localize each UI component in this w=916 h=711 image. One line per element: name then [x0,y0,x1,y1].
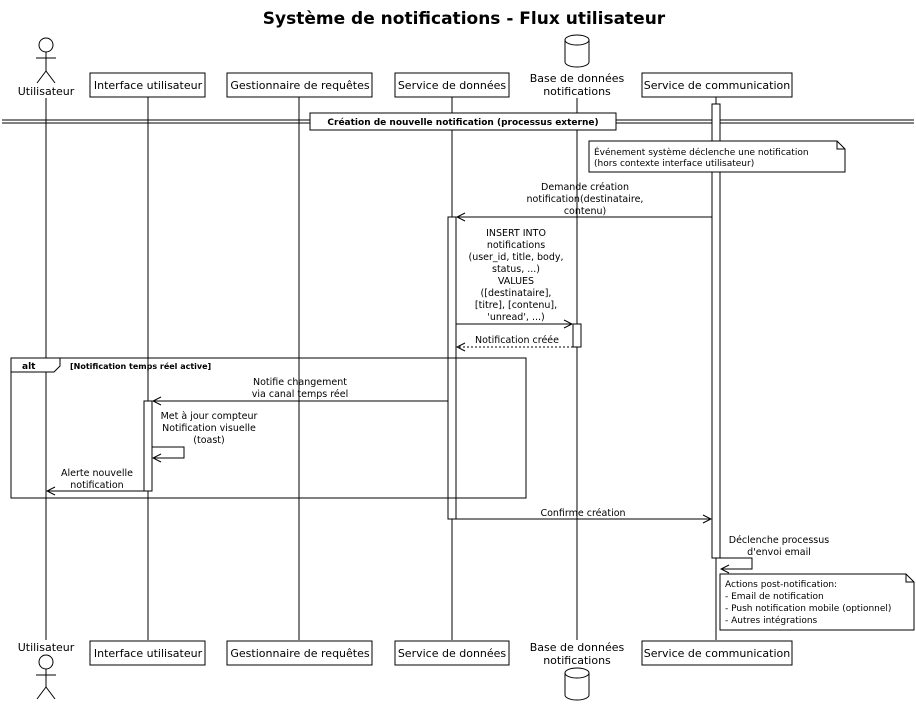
divider: Création de nouvelle notification (proce… [2,112,914,131]
database-icon-top: Base de données notifications [530,34,625,98]
participant-ui-top: Interface utilisateur [89,72,206,98]
note2-line1: Actions post-notification: [725,580,837,590]
alt-keyword: alt [22,362,36,372]
participant-req-bottom: Gestionnaire de requêtes [226,640,373,666]
m2-line3: (user_id, title, body, [468,252,563,263]
participant-comm-top: Service de communication [641,72,793,98]
participant-req-label-bottom: Gestionnaire de requêtes [230,647,370,660]
participant-comm-label-top: Service de communication [644,79,790,92]
participant-ui-label-bottom: Interface utilisateur [94,647,203,660]
m5-line3: (toast) [193,435,224,446]
message-declenche-processus: Déclenche processus d'envoi email [720,535,829,569]
participant-db-label-bottom-2: notifications [543,654,611,667]
message-demande-creation: Demande création notification(destinatai… [457,182,712,217]
message-alerte-nouvelle: Alerte nouvelle notification [47,468,144,491]
m8-line2: d'envoi email [747,547,811,558]
diagram-title: Système de notifications - Flux utilisat… [263,9,666,29]
m2-line1: INSERT INTO [486,228,546,239]
participant-ui-bottom: Interface utilisateur [89,640,206,666]
actor-user-label-bottom: Utilisateur [18,641,75,654]
note1-line2: (hors contexte interface utilisateur) [594,159,754,169]
activation-comm [711,103,721,559]
message-notifie-changement: Notifie changement via canal temps réel [153,377,448,401]
participant-db-label-top-2: notifications [543,85,611,98]
message-insert-into: INSERT INTO notifications (user_id, titl… [456,228,572,324]
note1-line1: Événement système déclenche une notifica… [594,146,809,158]
actor-user-bottom: Utilisateur [18,641,75,700]
m1-line2: notification(destinataire, [527,194,644,205]
participant-data-label-top: Service de données [398,79,507,92]
m2-line7: [titre], [contenu], [475,300,557,311]
alt-guard: [Notification temps réel active] [70,361,211,371]
m7-text: Confirme création [540,508,625,519]
participant-req-top: Gestionnaire de requêtes [226,72,373,98]
message-confirme-creation: Confirme création [456,508,711,519]
activation-data [447,216,457,520]
m4-line2: via canal temps réel [252,389,349,400]
message-notification-creee: Notification créée [457,335,573,347]
participant-db-label-bottom-1: Base de données [530,641,625,654]
participant-req-label-top: Gestionnaire de requêtes [230,79,370,92]
note2-line2: - Email de notification [725,592,824,602]
alt-fragment: alt [Notification temps réel active] [10,357,527,499]
participant-data-top: Service de données [394,72,510,98]
m6-line1: Alerte nouvelle [61,468,133,479]
m1-line1: Demande création [541,182,629,193]
actor-user-top: Utilisateur [18,37,75,98]
m3-text: Notification créée [475,335,559,346]
actor-user-label-top: Utilisateur [18,85,75,98]
m2-line2: notifications [487,240,545,251]
m2-line4: status, ...) [492,264,540,275]
activation-db [572,323,582,348]
m2-line8: 'unread', ...) [487,312,544,323]
m5-line1: Met à jour compteur [161,411,258,422]
participant-data-label-bottom: Service de données [398,647,507,660]
m6-line2: notification [70,480,123,491]
note-post-notification: Actions post-notification: - Email de no… [719,573,915,631]
divider-label: Création de nouvelle notification (proce… [327,117,598,128]
participant-comm-label-bottom: Service de communication [644,647,790,660]
activation-ui [143,400,153,492]
m4-line1: Notifie changement [253,377,347,388]
participant-data-bottom: Service de données [394,640,510,666]
message-met-a-jour: Met à jour compteur Notification visuell… [152,411,258,458]
note-system-event: Événement système déclenche une notifica… [588,140,846,173]
participant-db-label-top-1: Base de données [530,72,625,85]
note2-line3: - Push notification mobile (optionnel) [725,604,891,614]
m2-line6: ([destinataire], [481,288,552,299]
participant-comm-bottom: Service de communication [641,640,793,666]
m8-line1: Déclenche processus [729,535,830,546]
m5-line2: Notification visuelle [162,423,256,434]
note2-line4: - Autres intégrations [725,615,818,626]
participant-ui-label-top: Interface utilisateur [94,79,203,92]
m1-line3: contenu) [564,206,606,217]
m2-line5: VALUES [498,276,534,287]
database-icon-bottom: Base de données notifications [530,641,625,701]
